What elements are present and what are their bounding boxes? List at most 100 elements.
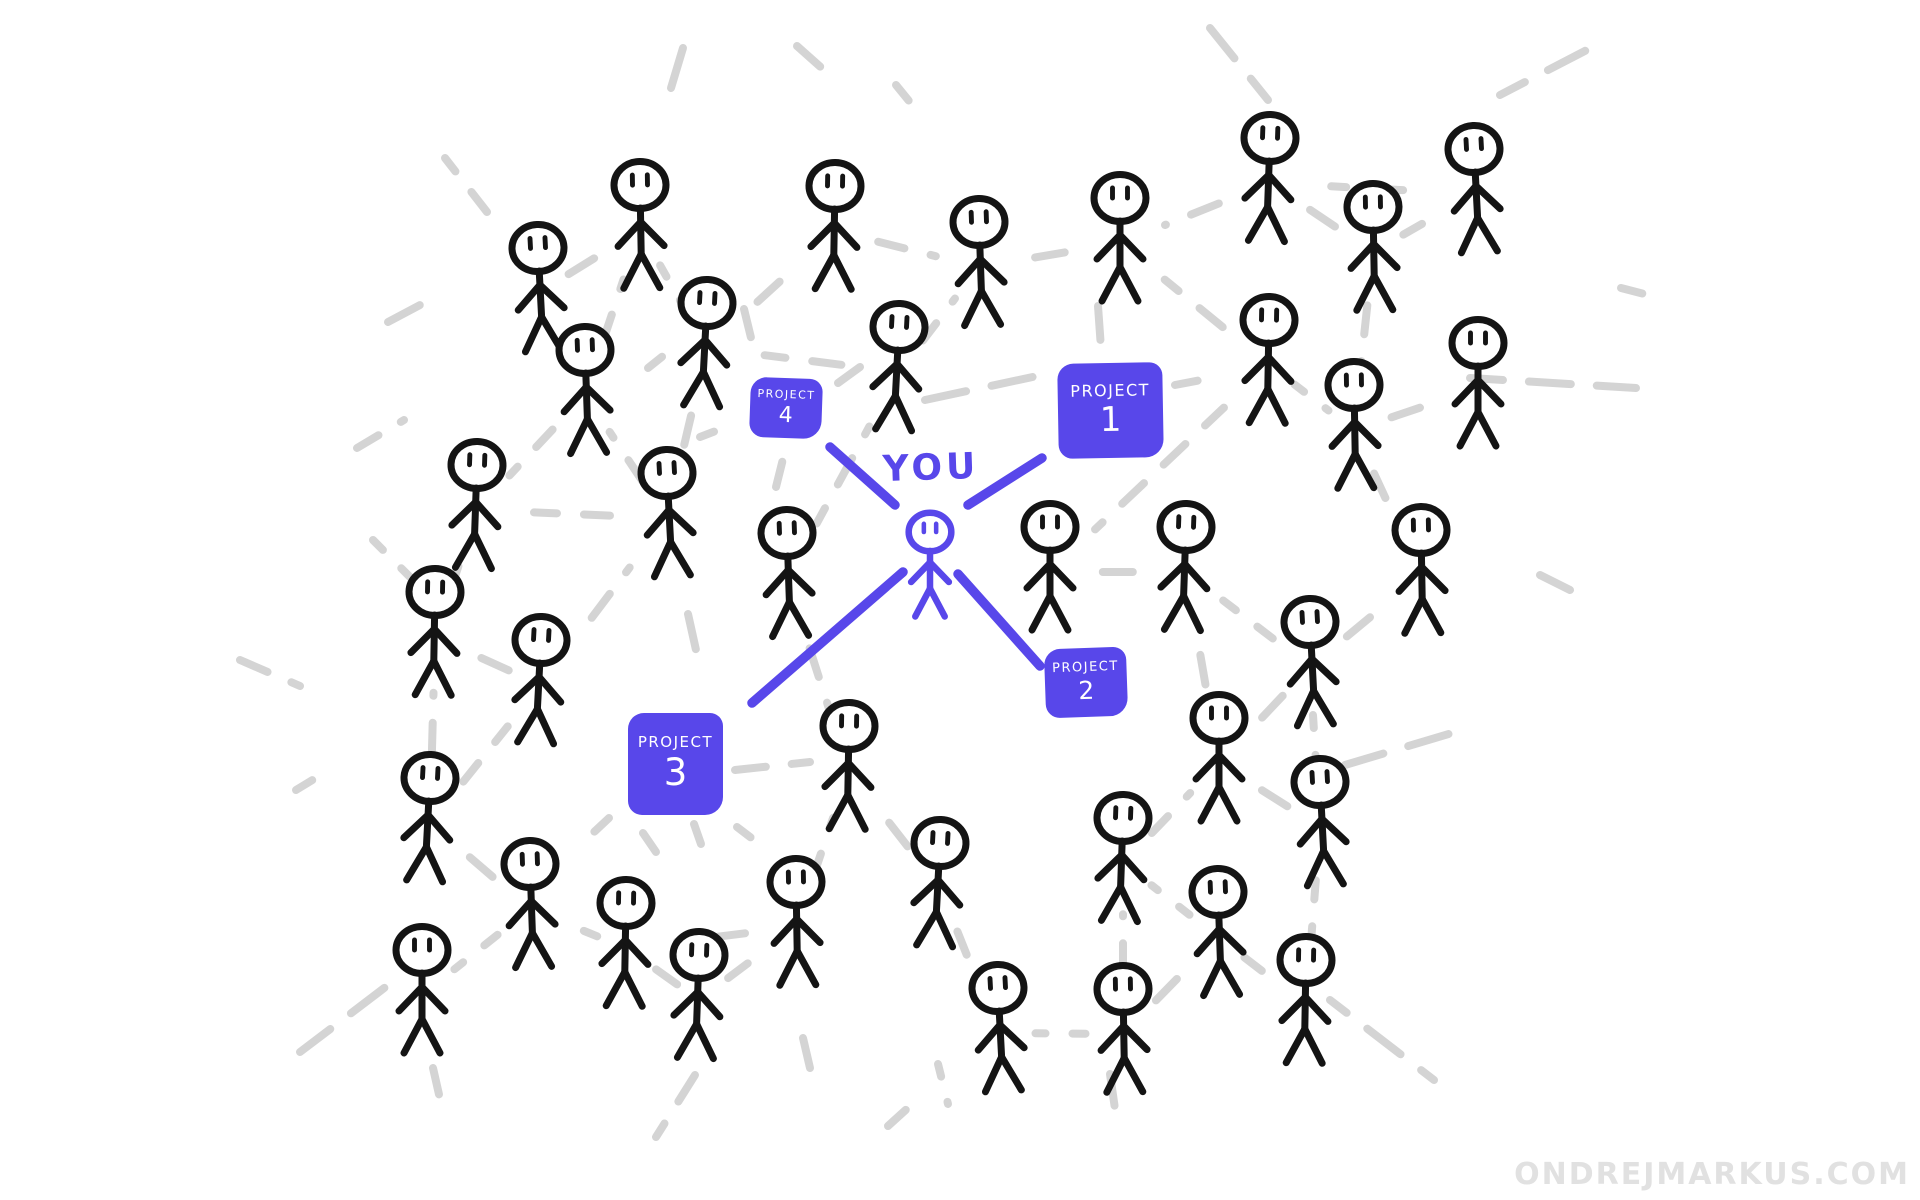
loose-dash (921, 368, 1060, 404)
figure-arm (535, 673, 565, 706)
figure-leg (872, 392, 899, 433)
network-edge (462, 647, 514, 675)
figure-leg (1117, 883, 1141, 926)
loose-dash (884, 1102, 914, 1130)
loose-dash (441, 154, 491, 216)
network-edge (1219, 596, 1277, 643)
stick-figure (400, 750, 460, 886)
figure-leg (418, 1015, 444, 1057)
figure-body (471, 484, 480, 538)
figure-head (1090, 171, 1150, 225)
figure-leg (1197, 783, 1223, 825)
figure-arm (1181, 560, 1211, 593)
network-edge (1290, 380, 1333, 415)
figure-leg (977, 287, 1005, 328)
network-edge (1160, 275, 1229, 333)
figure-arm (677, 336, 709, 367)
stick-figure (910, 815, 970, 951)
network-edge (675, 395, 699, 471)
loose-dash (696, 420, 738, 441)
figure-arm (1120, 1022, 1151, 1054)
loose-dash (834, 363, 864, 387)
figure-body (1301, 979, 1310, 1033)
stick-figure (1020, 500, 1080, 634)
loose-dash (236, 656, 304, 690)
figure-leg (403, 843, 430, 884)
project-box-1-number: 1 (1099, 399, 1122, 440)
figure-leg (1401, 595, 1426, 637)
figure-body (1264, 339, 1273, 393)
figure-arm (395, 983, 426, 1015)
figure-leg (1303, 847, 1328, 890)
network-edge (1147, 881, 1194, 919)
figure-arm (1094, 851, 1126, 882)
you-figure (905, 509, 955, 620)
figure-head (1391, 502, 1451, 558)
loose-dash (353, 416, 408, 452)
figure-leg (471, 530, 495, 573)
figure-leg (533, 705, 558, 748)
network-edge (1147, 962, 1194, 1009)
figure-arm (793, 915, 824, 947)
figure-body (430, 611, 439, 665)
figure-head (1240, 110, 1300, 166)
figure-head (819, 698, 879, 754)
figure-arm (1351, 418, 1382, 450)
figure-leg (1215, 783, 1241, 825)
stick-figure (511, 612, 571, 748)
stick-figure (819, 698, 879, 833)
loose-dash (667, 44, 687, 92)
figure-leg (699, 368, 724, 411)
figure-head (511, 612, 571, 668)
figure-leg (1293, 687, 1318, 730)
figure-head (400, 750, 460, 806)
figure-arm (910, 876, 942, 907)
figure-arm (893, 360, 923, 393)
project-box-2: PROJECT 2 (1043, 646, 1129, 719)
figure-arm (784, 566, 816, 597)
figure-body (1369, 226, 1378, 280)
figure-leg (650, 538, 675, 581)
figure-arm (1116, 231, 1147, 263)
figure-arm (430, 625, 461, 657)
stick-figure (669, 927, 729, 1063)
figure-head (500, 836, 560, 892)
you-label: YOU (882, 445, 980, 491)
loose-dash (639, 829, 660, 856)
stick-figure (1093, 790, 1153, 926)
figure-leg (1264, 385, 1289, 427)
figure-body (1317, 801, 1328, 855)
figure-body (792, 901, 801, 955)
figure-body (932, 862, 943, 916)
stick-figure (1324, 357, 1384, 492)
project-box-2-number: 2 (1077, 675, 1095, 705)
figure-arm (670, 988, 702, 1019)
loose-dash (733, 823, 762, 847)
watermark-text: ONDREJMARKUS.COM (1514, 1157, 1910, 1192)
network-edge (1161, 197, 1229, 229)
project-box-4: PROJECT 4 (748, 376, 824, 440)
network-edge (872, 802, 917, 857)
figure-body (1215, 911, 1224, 965)
figure-head (1343, 179, 1403, 235)
figure-leg (528, 929, 556, 970)
figure-arm (996, 1021, 1028, 1052)
figure-arm (643, 506, 673, 539)
stick-figure (1189, 691, 1249, 825)
figure-leg (1244, 203, 1272, 244)
figure-eye (546, 627, 552, 643)
network-edge (874, 237, 940, 261)
figure-arm (1097, 1022, 1128, 1054)
stick-figure (1280, 594, 1340, 730)
figure-head (596, 875, 656, 931)
figure-body (844, 745, 853, 799)
stick-figure (1444, 121, 1504, 257)
figure-head (508, 220, 568, 276)
loose-dash (384, 301, 424, 326)
figure-arm (637, 218, 668, 250)
figure-leg (512, 929, 536, 972)
network-edge (1245, 778, 1294, 812)
stick-figure (1188, 864, 1248, 1000)
figure-arm (807, 219, 838, 251)
